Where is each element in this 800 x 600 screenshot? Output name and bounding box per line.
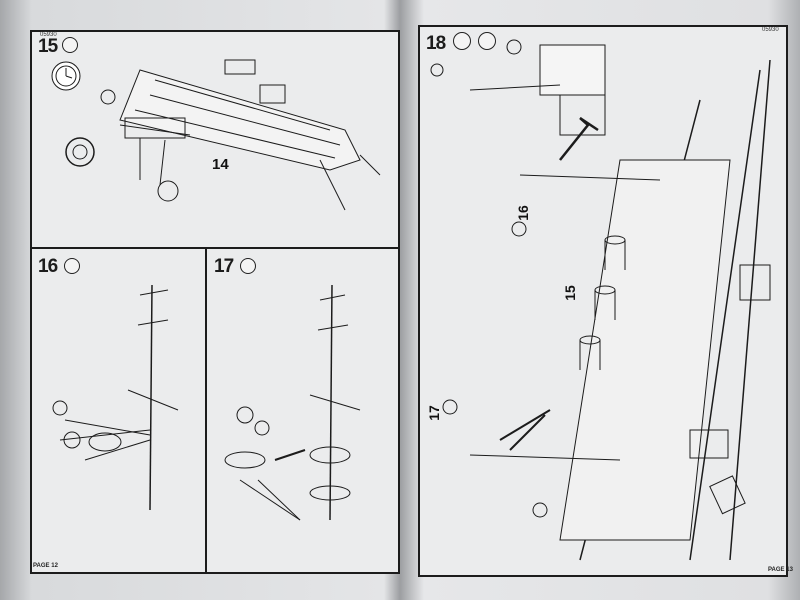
- right-page-code: 05930: [762, 27, 779, 33]
- step-number: 16: [38, 256, 58, 277]
- mast: [149, 284, 153, 511]
- step-number: 15: [38, 36, 58, 57]
- part-label: 14: [212, 156, 229, 173]
- paint-icon: [478, 32, 496, 50]
- glue-icon: [62, 37, 78, 53]
- left-page-footer: PAGE 12: [33, 563, 58, 569]
- step-number: 18: [426, 33, 446, 54]
- glue-icon: [64, 258, 80, 274]
- direction-arrow: [559, 116, 599, 161]
- left-divider-horizontal: [32, 247, 398, 249]
- rosette-part: [65, 137, 95, 167]
- step-number: 17: [214, 256, 234, 277]
- left-divider-vertical: [205, 248, 207, 572]
- mast: [329, 284, 333, 521]
- mark-icon: [157, 180, 179, 202]
- glue-icon: [240, 258, 256, 274]
- mark-icon: [100, 89, 116, 105]
- left-page-code: 05930: [40, 32, 57, 38]
- right-page-footer: PAGE 13: [768, 567, 793, 573]
- glue-icon: [453, 32, 471, 50]
- hull-section: [119, 69, 361, 171]
